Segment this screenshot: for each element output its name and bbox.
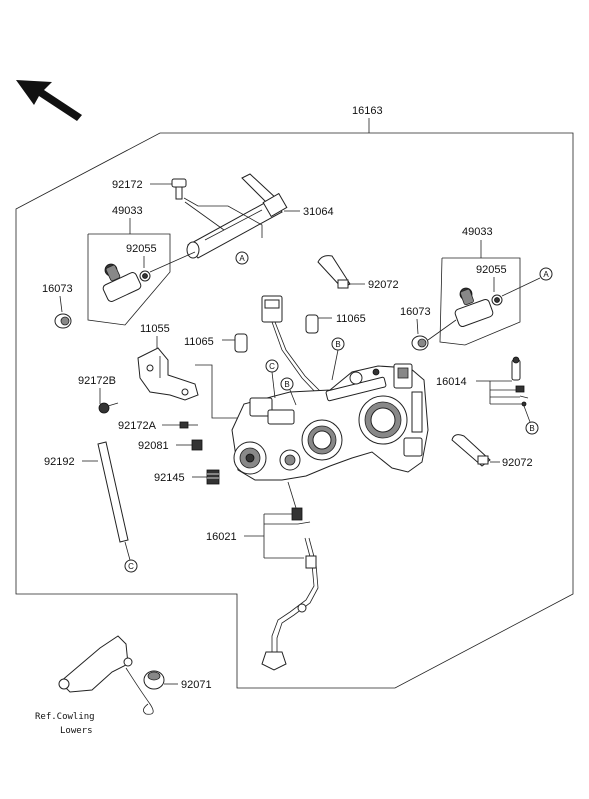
- marker-b-body: B: [331, 337, 345, 351]
- label-16073-left: 16073: [42, 283, 73, 295]
- marker-b-upper: B: [280, 377, 294, 391]
- screw-set-16014-part: [511, 356, 529, 407]
- marker-c-upper: C: [265, 359, 279, 373]
- tps-connector-part: [261, 295, 322, 396]
- seal-16073-left-part: [54, 313, 72, 329]
- svg-text:B: B: [284, 380, 289, 389]
- label-31064: 31064: [303, 206, 334, 218]
- svg-text:A: A: [543, 270, 549, 279]
- label-92072-lower: 92072: [502, 457, 533, 469]
- svg-text:B: B: [335, 340, 340, 349]
- label-11065-upper: 11065: [336, 313, 366, 325]
- label-92071: 92071: [181, 679, 212, 691]
- marker-b-right: B: [525, 421, 539, 435]
- svg-text:C: C: [269, 362, 275, 371]
- seal-16073-right-part: [411, 335, 429, 351]
- label-92145: 92145: [154, 472, 185, 484]
- label-92081: 92081: [138, 440, 169, 452]
- band-92072-lower-part: [451, 434, 491, 467]
- spring-92145-part: [206, 469, 220, 485]
- label-16073-right: 16073: [400, 306, 431, 318]
- cap-11065-lower-part: [234, 333, 248, 353]
- label-16021: 16021: [206, 531, 237, 543]
- grommet-92071-part: [143, 670, 165, 690]
- label-49033-left: 49033: [112, 205, 143, 217]
- label-11055: 11055: [140, 323, 170, 335]
- sensor-bracket-left-part: [102, 263, 151, 302]
- marker-c-hose: C: [124, 559, 138, 573]
- bolt-92172-part: [171, 178, 187, 200]
- label-16014: 16014: [436, 376, 467, 388]
- label-49033-right: 49033: [462, 226, 493, 238]
- label-11065-lower: 11065: [184, 336, 214, 348]
- svg-text:B: B: [529, 424, 534, 433]
- label-92172b: 92172B: [78, 375, 116, 387]
- sensor-bracket-right-part: [454, 287, 503, 327]
- throttle-body-part: [231, 363, 429, 481]
- svg-text:C: C: [128, 562, 134, 571]
- label-92055-right: 92055: [476, 264, 507, 276]
- cowling-bracket-part: [58, 635, 154, 715]
- label-92192: 92192: [44, 456, 75, 468]
- band-92072-upper-part: [317, 255, 351, 289]
- screw-92172a-part: [179, 421, 198, 429]
- front-direction-arrow-icon: [16, 80, 82, 121]
- label-92172a: 92172A: [118, 420, 157, 432]
- hose-92192-part: [97, 441, 129, 543]
- cap-11065-upper-part: [305, 314, 319, 334]
- label-92172: 92172: [112, 179, 143, 191]
- label-92055-left: 92055: [126, 243, 157, 255]
- ref-cowling-text: Ref.Cowling: [35, 712, 95, 722]
- marker-a-pulley: A: [235, 251, 249, 265]
- throttle-pulley-part: [186, 173, 288, 259]
- screw-92172b-part: [98, 402, 119, 414]
- assembly-outline: [15, 132, 574, 689]
- spring-92081-part: [191, 439, 203, 451]
- screw-set-16021-part: [287, 481, 311, 525]
- label-16163: 16163: [352, 105, 383, 117]
- ref-lowers-text: Lowers: [60, 726, 93, 736]
- marker-a-right: A: [539, 267, 553, 281]
- sensor-bracket-11055-part: [137, 347, 199, 401]
- fuel-pipe-part: [261, 537, 319, 671]
- svg-text:A: A: [239, 254, 245, 263]
- label-92072-upper: 92072: [368, 279, 399, 291]
